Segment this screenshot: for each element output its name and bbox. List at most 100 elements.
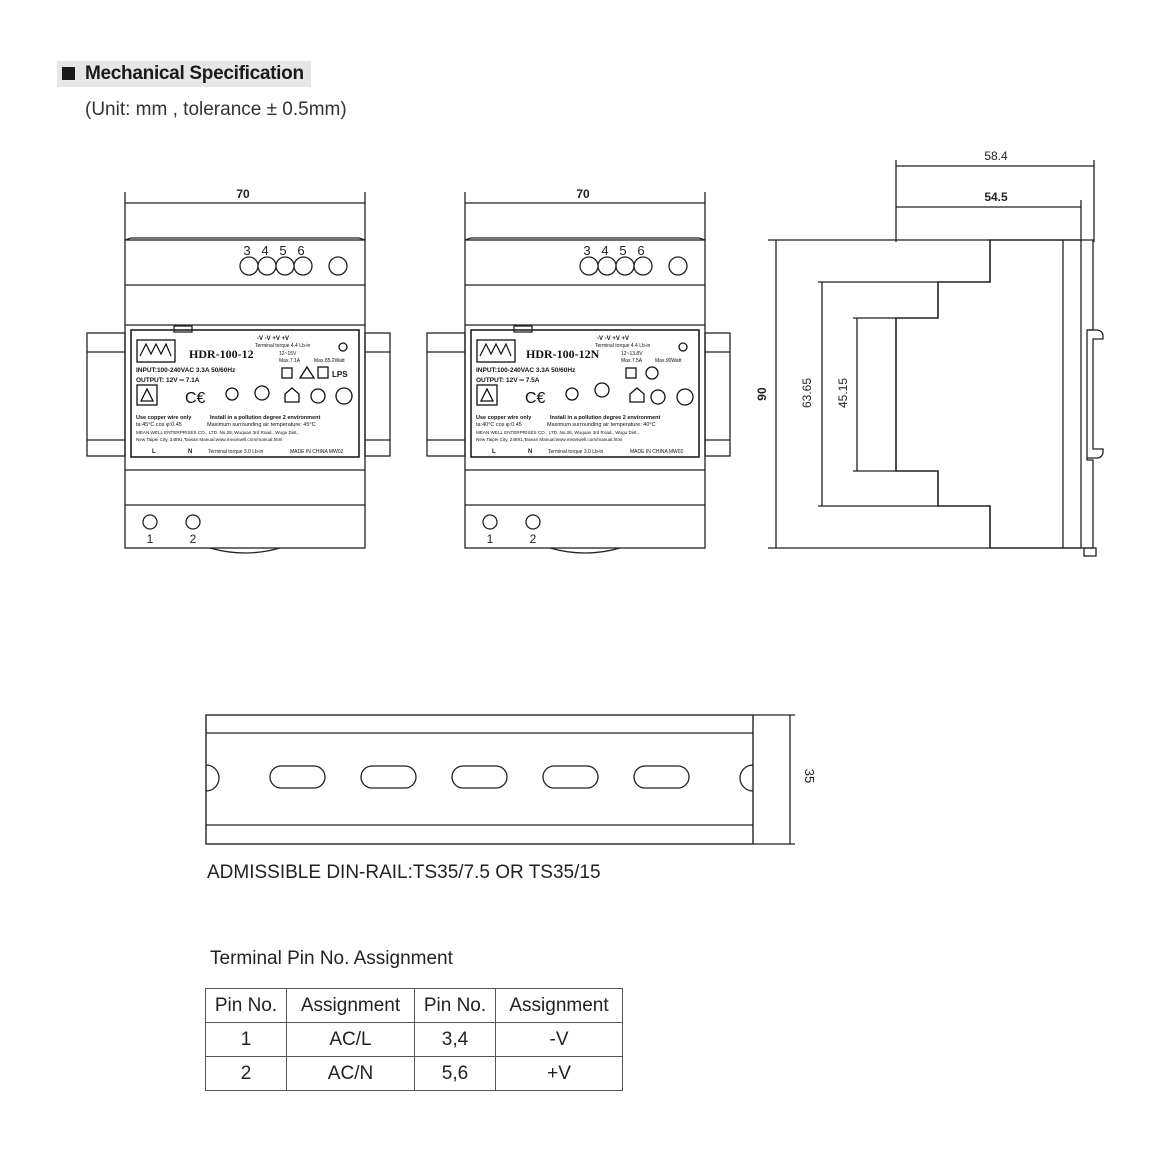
- ground-symbol-icon: [678, 342, 688, 352]
- table-cell: AC/L: [286, 1022, 415, 1057]
- label-copper: Use copper wire only: [136, 415, 192, 421]
- table-header-row: Pin No. Assignment Pin No. Assignment: [205, 988, 623, 1023]
- pin-label: 5: [279, 243, 286, 258]
- label-l: L: [152, 449, 156, 455]
- ce-mark-icon: C€: [525, 390, 546, 407]
- label-spec: Max.90Watt: [655, 358, 682, 364]
- table-header-cell: Assignment: [495, 988, 623, 1023]
- top-terminal-block: [579, 256, 653, 276]
- unit-note: (Unit: mm , tolerance ± 0.5mm): [85, 99, 347, 120]
- meanwell-logo-icon: [476, 339, 516, 363]
- terminal-screw-icon: [142, 514, 158, 530]
- dim-depth-overall: 58.4: [984, 149, 1008, 163]
- shield-mark-icon: [317, 366, 329, 379]
- label-l: L: [492, 449, 496, 455]
- latch-tab: [209, 547, 281, 554]
- pin-label: 6: [637, 243, 644, 258]
- label-spec: Max.7.5A: [621, 358, 643, 364]
- label-ta: ta:45°C cos φ:0.45: [136, 422, 182, 428]
- label-terminal-top: -V -V +V +V: [597, 336, 629, 342]
- terminal-screw-icon: [328, 256, 348, 276]
- din-rail-note: ADMISSIBLE DIN-RAIL:TS35/7.5 OR TS35/15: [207, 862, 601, 883]
- label-install: Install in a pollution degree 2 environm…: [550, 415, 660, 421]
- rail-clip-left: [426, 332, 466, 457]
- label-n: N: [528, 449, 532, 455]
- label-company: MEAN WELL ENTERPRISES CO., LTD. No.28, W…: [136, 430, 299, 435]
- label-torque-top: Terminal torque 4.4 Lb-in: [255, 343, 311, 349]
- tuv-mark-icon: [310, 388, 326, 404]
- rail-clip-profile: [1081, 239, 1094, 549]
- table-cell: 2: [205, 1056, 287, 1091]
- dim-top-height: 45.15: [836, 378, 850, 408]
- cert-mark-icon: [565, 387, 579, 401]
- label-city: New Taipei City, 24891,Taiwan Manual:www…: [476, 437, 622, 442]
- cert-mark-icon: [225, 387, 239, 401]
- label-company: MEAN WELL ENTERPRISES CO., LTD. No.28, W…: [476, 430, 639, 435]
- pin-label: 6: [297, 243, 304, 258]
- rail-clip-left: [86, 332, 126, 457]
- table-header-cell: Pin No.: [414, 988, 496, 1023]
- indoor-use-icon: [629, 387, 645, 403]
- label-n: N: [188, 449, 192, 455]
- table-cell: 5,6: [414, 1056, 496, 1091]
- din-rail: 35: [205, 714, 817, 845]
- ul-mark-icon: [594, 382, 610, 398]
- terminal-screw-icon: [525, 514, 541, 530]
- table-cell: 3,4: [414, 1022, 496, 1057]
- label-terminal-top: -V -V +V +V: [257, 336, 289, 342]
- label-output: OUTPUT: 12V ═ 7.1A: [136, 377, 200, 384]
- label-input: INPUT:100-240VAC 3.3A 50/60Hz: [136, 367, 236, 374]
- front-view-1: 70 3 4 5 6 1 2 HDR-100-12: [86, 187, 391, 554]
- rail-outline: [205, 714, 754, 845]
- label-ambient: Maximum surrounding air temperature: 40°…: [547, 422, 656, 428]
- tuv-mark-icon: [645, 366, 659, 380]
- din-hook-icon: [1087, 329, 1104, 459]
- table-cell: 1: [205, 1022, 287, 1057]
- meanwell-logo-icon: [136, 339, 176, 363]
- ccc-mark-icon: [676, 388, 694, 406]
- hazard-mark-icon: [476, 384, 498, 406]
- housing-top-edge: [464, 237, 706, 241]
- ul-mark-icon: [254, 385, 270, 401]
- table-header-cell: Assignment: [286, 988, 415, 1023]
- pin-label: 2: [190, 532, 197, 546]
- dim-height: 90: [755, 387, 769, 401]
- label-spec: 12~13.8V: [621, 351, 643, 357]
- tuv-mark-icon: [650, 389, 666, 405]
- warning-triangle-icon: [298, 365, 316, 379]
- table-row: 1 AC/L 3,4 -V: [205, 1022, 623, 1057]
- pin-label: 3: [583, 243, 590, 258]
- terminal-screw-icon: [668, 256, 688, 276]
- hazard-mark-icon: [136, 384, 158, 406]
- double-insulation-icon: [281, 367, 293, 379]
- pin-label: 1: [487, 532, 494, 546]
- table-cell: AC/N: [286, 1056, 415, 1091]
- label-spec: 12~15V: [279, 351, 297, 357]
- width-dimension-label: 70: [576, 187, 590, 201]
- dim-step-height: 63.65: [800, 378, 814, 408]
- label-ambient: Maximum surrounding air temperature: 45°…: [207, 422, 316, 428]
- lps-mark-icon: LPS: [332, 370, 348, 379]
- label-torque-top: Terminal torque 4.4 Lb-in: [595, 343, 651, 349]
- housing-top-edge: [124, 237, 366, 241]
- pin-label: 4: [261, 243, 268, 258]
- table-row: 2 AC/N 5,6 +V: [205, 1056, 623, 1091]
- ce-mark-icon: C€: [185, 390, 206, 407]
- label-install: Install in a pollution degree 2 environm…: [210, 415, 320, 421]
- dim-depth-body: 54.5: [984, 190, 1008, 204]
- rail-height-label: 35: [802, 769, 817, 783]
- model-name: HDR-100-12: [189, 347, 254, 361]
- label-made-in: MADE IN CHINA MW02: [630, 449, 684, 455]
- product-label: [130, 329, 360, 458]
- section-title: Mechanical Specification: [85, 63, 304, 84]
- side-profile: [895, 239, 1081, 549]
- label-input: INPUT:100-240VAC 3.3A 50/60Hz: [476, 367, 576, 374]
- rail-slot: [739, 764, 754, 792]
- section-header-band: [57, 61, 311, 87]
- rail-slot: [542, 765, 599, 789]
- label-spec: Max.85.2Watt: [314, 358, 345, 364]
- pin-label: 3: [243, 243, 250, 258]
- label-city: New Taipei City, 24891,Taiwan Manual:www…: [136, 437, 282, 442]
- latch-tab: [549, 547, 621, 554]
- rail-clip-right: [704, 332, 731, 457]
